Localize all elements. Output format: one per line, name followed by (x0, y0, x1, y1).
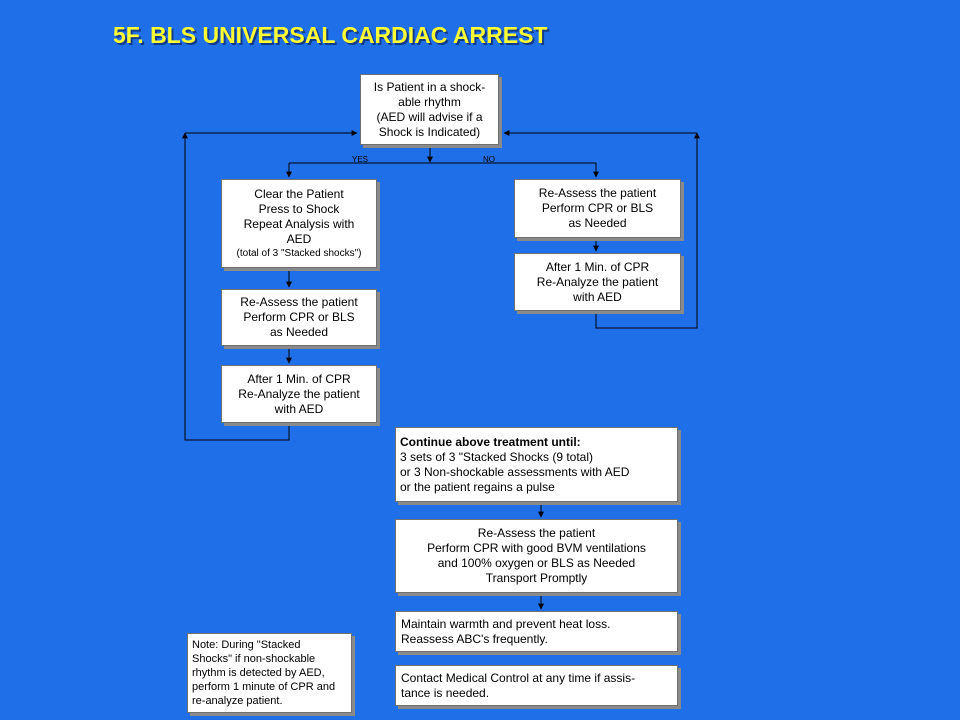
shock-box-text: Clear the Patient Press to Shock Repeat … (243, 187, 355, 246)
yes-after-cpr-text: After 1 Min. of CPR Re-Analyze the patie… (238, 371, 360, 416)
shock-box: Clear the Patient Press to Shock Repeat … (221, 179, 377, 268)
stacked-shocks-note-text: Note: During "Stacked Shocks" if non-sho… (192, 639, 336, 707)
no-label: NO (483, 155, 495, 164)
yes-label: YES (352, 155, 369, 164)
stacked-shocks-note-box: Note: During "Stacked Shocks" if non-sho… (187, 633, 352, 713)
yes-reassess-box: Re-Assess the patient Perform CPR or BLS… (221, 289, 377, 346)
yes-reassess-text: Re-Assess the patient Perform CPR or BLS… (240, 295, 358, 339)
final-reassess-box: Re-Assess the patient Perform CPR with g… (395, 519, 678, 593)
connector-no-loop (595, 132, 700, 329)
shock-box-note: (total of 3 "Stacked shocks") (236, 248, 362, 259)
contact-medical-control-text: Contact Medical Control at any time if a… (401, 670, 636, 700)
connector-yes-loop (182, 132, 290, 441)
warmth-text: Maintain warmth and prevent heat loss. R… (401, 616, 611, 646)
no-reassess-text: Re-Assess the patient Perform CPR or BLS… (538, 186, 657, 230)
start-decision-box: Is Patient in a shock- able rhythm (AED … (360, 74, 499, 145)
continue-treatment-text: 3 sets of 3 "Stacked Shocks (9 total) or… (400, 449, 630, 494)
continue-treatment-title: Continue above treatment until: (400, 434, 581, 449)
page-title: 5F. BLS UNIVERSAL CARDIAC ARREST (113, 22, 548, 48)
yes-after-cpr-box: After 1 Min. of CPR Re-Analyze the patie… (221, 365, 377, 423)
warmth-box: Maintain warmth and prevent heat loss. R… (395, 611, 678, 652)
no-after-cpr-box: After 1 Min. of CPR Re-Analyze the patie… (514, 253, 681, 311)
contact-medical-control-box: Contact Medical Control at any time if a… (395, 665, 678, 706)
no-reassess-box: Re-Assess the patient Perform CPR or BLS… (514, 179, 681, 238)
final-reassess-text: Re-Assess the patient Perform CPR with g… (427, 526, 646, 585)
start-decision-text: Is Patient in a shock- able rhythm (AED … (373, 79, 486, 139)
continue-treatment-box: Continue above treatment until: 3 sets o… (395, 427, 678, 502)
no-after-cpr-text: After 1 Min. of CPR Re-Analyze the patie… (536, 259, 659, 304)
